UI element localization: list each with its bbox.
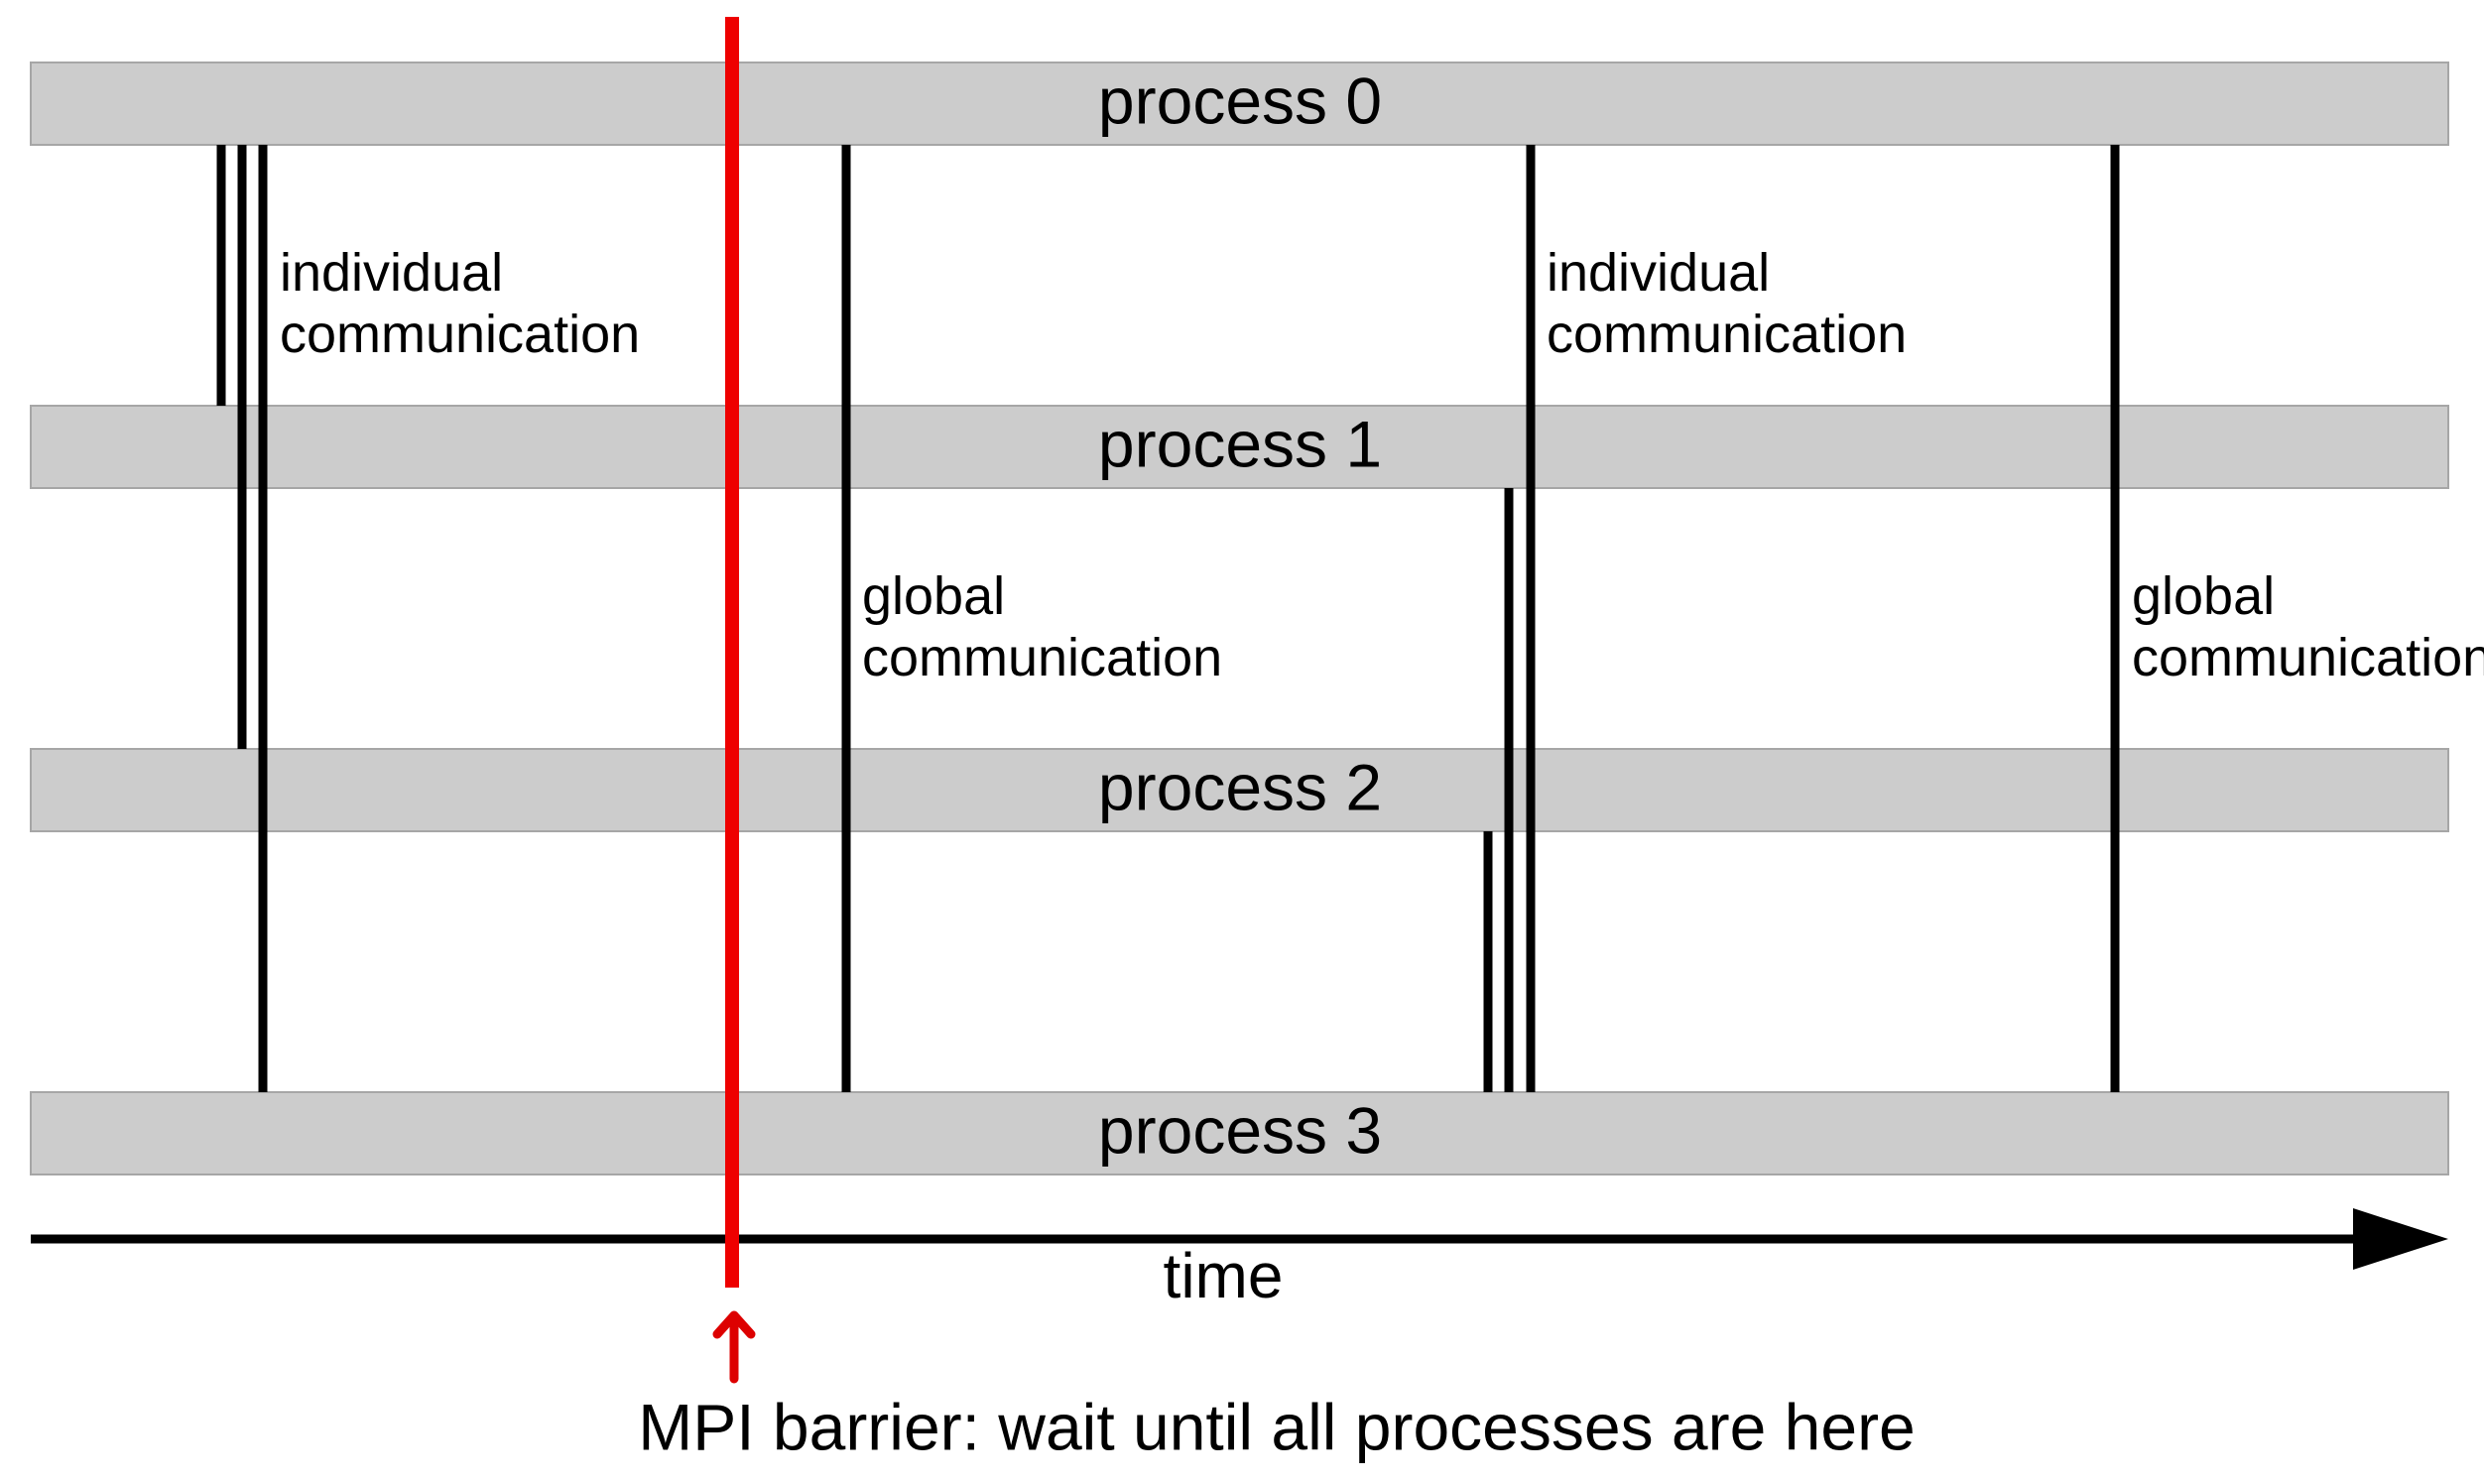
process-label-1: process 1 [1098, 407, 1382, 480]
individual-communication-lines-left [216, 145, 268, 1092]
process-label-2: process 2 [1098, 750, 1382, 823]
time-axis-arrowhead-icon [2353, 1208, 2448, 1270]
individual-communication-label-right: individual communication [1547, 243, 1907, 364]
annotation-line2: communication [862, 628, 1222, 687]
process-label-0: process 0 [1098, 63, 1382, 137]
annotation-line1: individual [280, 243, 503, 303]
process-band-2 [30, 748, 2449, 832]
global-communication-label-left: global communication [862, 566, 1222, 687]
individual-communication-lines-right [1483, 145, 1536, 1092]
process-label-3: process 3 [1098, 1093, 1382, 1167]
process-band-3 [30, 1091, 2449, 1175]
individual-communication-label-left: individual communication [280, 243, 640, 364]
annotation-line1: global [2132, 566, 2275, 626]
process-band-1 [30, 405, 2449, 489]
process-band-0 [30, 62, 2449, 146]
global-communication-label-right: global communication [2132, 566, 2484, 687]
barrier-pointer-arrow-icon [712, 1310, 756, 1384]
annotation-line1: global [862, 566, 1005, 626]
annotation-line2: communication [2132, 628, 2484, 687]
barrier-caption: MPI barrier: wait until all processes ar… [638, 1390, 1916, 1463]
time-axis-label: time [1164, 1240, 1284, 1311]
annotation-line2: communication [1547, 305, 1907, 364]
annotation-line2: communication [280, 305, 640, 364]
time-axis [31, 1208, 2448, 1270]
annotation-line1: individual [1547, 243, 1770, 303]
